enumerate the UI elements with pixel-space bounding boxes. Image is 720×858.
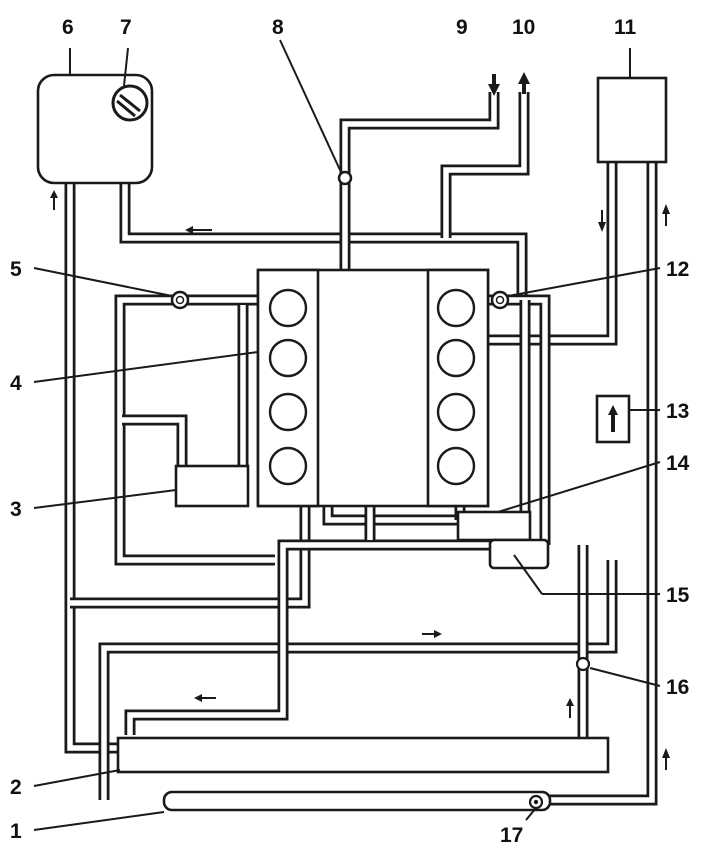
callout-17: 17 xyxy=(500,824,523,847)
left-bank-cylinders xyxy=(268,288,308,486)
flow-arrow-left-lower-icon xyxy=(194,694,216,702)
flow-arrow-down-icon xyxy=(598,210,606,232)
flow-arrow-up-icon xyxy=(50,190,58,210)
cooler-1 xyxy=(162,790,552,812)
valve-8-icon xyxy=(337,170,353,186)
expansion-tank-cap-icon xyxy=(111,84,149,122)
callout-3: 3 xyxy=(10,498,22,521)
callout-8: 8 xyxy=(272,16,284,39)
component-3-box xyxy=(174,464,250,508)
callout-16: 16 xyxy=(666,676,689,699)
hoses xyxy=(64,92,658,806)
check-valve-arrow-icon xyxy=(608,405,618,432)
thermostat-housing xyxy=(456,510,532,542)
radiator xyxy=(116,736,610,774)
leader-lines xyxy=(33,39,661,831)
sensor-17-icon xyxy=(528,794,544,810)
inlet-10-arrow-icon xyxy=(518,72,530,94)
flow-arrow-up-lower-icon xyxy=(566,698,574,718)
callout-12: 12 xyxy=(666,258,689,281)
callout-9: 9 xyxy=(456,16,468,39)
flow-arrow-right-icon xyxy=(422,630,442,638)
inlet-9-arrow-icon xyxy=(488,74,500,96)
coolant-pump-15 xyxy=(488,538,550,570)
reservoir-box xyxy=(596,76,668,164)
sensor-12-icon xyxy=(490,290,510,310)
callout-14: 14 xyxy=(666,452,690,475)
sensor-16-icon xyxy=(575,656,591,672)
callout-11: 11 xyxy=(614,16,637,39)
callout-labels: 1 2 3 4 5 6 7 8 9 10 11 12 13 14 15 16 1… xyxy=(10,16,690,847)
callout-2: 2 xyxy=(10,776,22,799)
flow-arrow-up-right-icon xyxy=(662,204,670,226)
callout-10: 10 xyxy=(512,16,535,39)
callout-1: 1 xyxy=(10,820,22,843)
callout-13: 13 xyxy=(666,400,689,423)
callout-15: 15 xyxy=(666,584,690,607)
flow-arrow-left-icon xyxy=(185,226,212,234)
flow-arrow-up-far-right-icon xyxy=(662,748,670,770)
callout-4: 4 xyxy=(10,372,22,395)
right-bank-cylinders xyxy=(436,288,476,486)
flow-arrows xyxy=(50,190,670,770)
callout-7: 7 xyxy=(120,16,132,39)
sensor-5-icon xyxy=(170,290,190,310)
callout-5: 5 xyxy=(10,258,22,281)
callout-6: 6 xyxy=(62,16,74,39)
